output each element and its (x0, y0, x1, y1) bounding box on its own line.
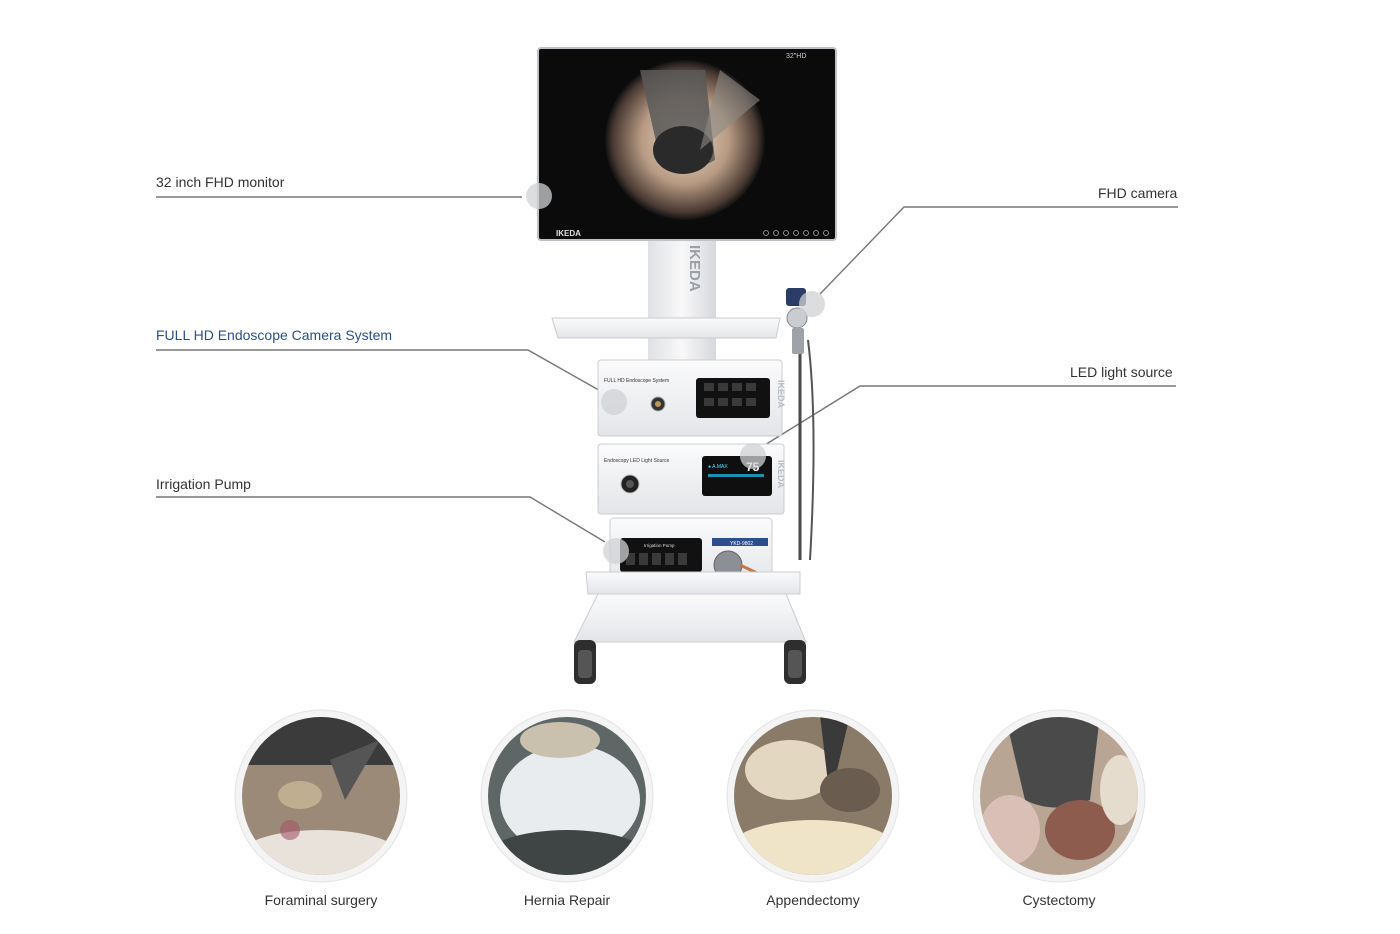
hotspot-monitor (526, 183, 552, 209)
camera-system-label[interactable]: FULL HD Endoscope Camera System (156, 327, 393, 343)
pump-panel-title: Irrigation Pump (644, 543, 675, 548)
hotspot-camera-system (601, 389, 627, 415)
fhd-camera-head (786, 288, 815, 561)
cart-base (573, 571, 807, 684)
cart-tray (551, 317, 781, 339)
camera-panel-title: FULL HD Endoscope System (604, 378, 669, 384)
fhd-camera-label: FHD camera (1098, 185, 1178, 201)
camera-system-line (156, 349, 605, 394)
camera-system-unit: FULL HD Endoscope System IKEDA (597, 359, 786, 437)
pump-model: YKD-9802 (730, 541, 753, 547)
light-mode: ● A.MAX (708, 464, 728, 470)
callout-lines (156, 196, 1178, 543)
case-image-cystectomy (980, 717, 1138, 875)
hotspot-led (740, 443, 766, 469)
monitor-brand: IKEDA (556, 229, 581, 238)
irrigation-line (156, 496, 606, 543)
case-image-hernia (488, 717, 646, 875)
monitor: 32"HD IKEDA (537, 47, 837, 241)
led-label: LED light source (1070, 364, 1173, 380)
light-unit-brand: IKEDA (776, 460, 786, 489)
monitor-label: 32 inch FHD monitor (156, 174, 285, 190)
led-line (759, 385, 1176, 449)
monitor-buttons (763, 230, 829, 236)
pole-brand: IKEDA (686, 245, 703, 292)
light-panel-title: Endoscopy LED Light Source (604, 458, 670, 464)
irrigation-label: Irrigation Pump (156, 476, 251, 492)
hotspot-markers (526, 183, 825, 564)
hotspot-irrigation (603, 538, 629, 564)
fhd-camera-line (819, 206, 1178, 295)
case-label-appendectomy: Appendectomy (766, 892, 860, 908)
hotspot-camera (799, 291, 825, 317)
cart-pole (648, 236, 716, 360)
camera-unit-brand: IKEDA (776, 380, 786, 409)
case-label-foraminal: Foraminal surgery (264, 892, 378, 908)
case-label-cystectomy: Cystectomy (1022, 892, 1096, 908)
monitor-badge: 32"HD (786, 53, 806, 60)
case-label-hernia: Hernia Repair (523, 892, 611, 908)
